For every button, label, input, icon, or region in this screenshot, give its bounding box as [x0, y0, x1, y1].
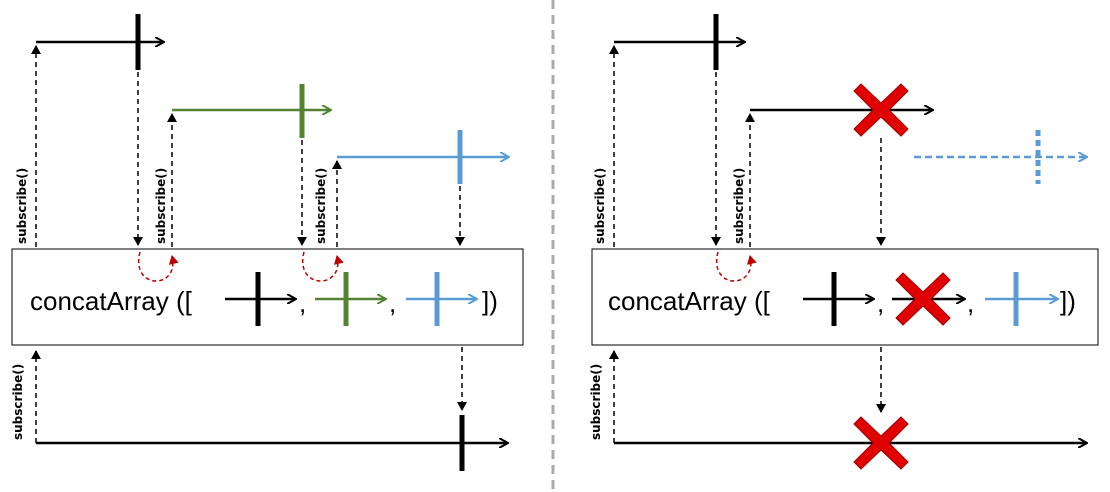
right-subscribe-label-1: subscribe(): [593, 168, 607, 244]
left-subscribe-label-4: subscribe(): [11, 364, 25, 440]
right-handoff-curve: [715, 251, 757, 282]
right-subscribe-label-3: subscribe(): [589, 364, 603, 440]
right-operator-suffix: ]): [1060, 286, 1076, 316]
left-panel: subscribe() subscribe() subscribe() subs…: [11, 14, 524, 471]
right-operator-sep1: ,: [877, 288, 884, 318]
right-panel: subscribe() subscribe() subscribe() conc…: [589, 14, 1099, 470]
right-source2-error-icon: [853, 83, 909, 137]
left-subscribe-label-2: subscribe(): [154, 168, 168, 244]
left-handoff-curve-1: [137, 251, 179, 282]
left-operator-suffix: ]): [482, 286, 498, 316]
right-operator-sep2: ,: [967, 288, 974, 318]
left-handoff-curve-2: [301, 251, 344, 282]
right-op-mini2-error-icon: [895, 272, 951, 326]
left-operator-sep1: ,: [299, 288, 306, 318]
left-operator-sep2: ,: [389, 288, 396, 318]
left-operator-prefix: concatArray ([: [30, 286, 193, 316]
right-operator-prefix: concatArray ([: [608, 286, 771, 316]
right-output-error-icon: [853, 416, 909, 470]
left-subscribe-label-1: subscribe(): [15, 168, 29, 244]
left-subscribe-label-3: subscribe(): [314, 168, 328, 244]
right-subscribe-label-2: subscribe(): [732, 168, 746, 244]
